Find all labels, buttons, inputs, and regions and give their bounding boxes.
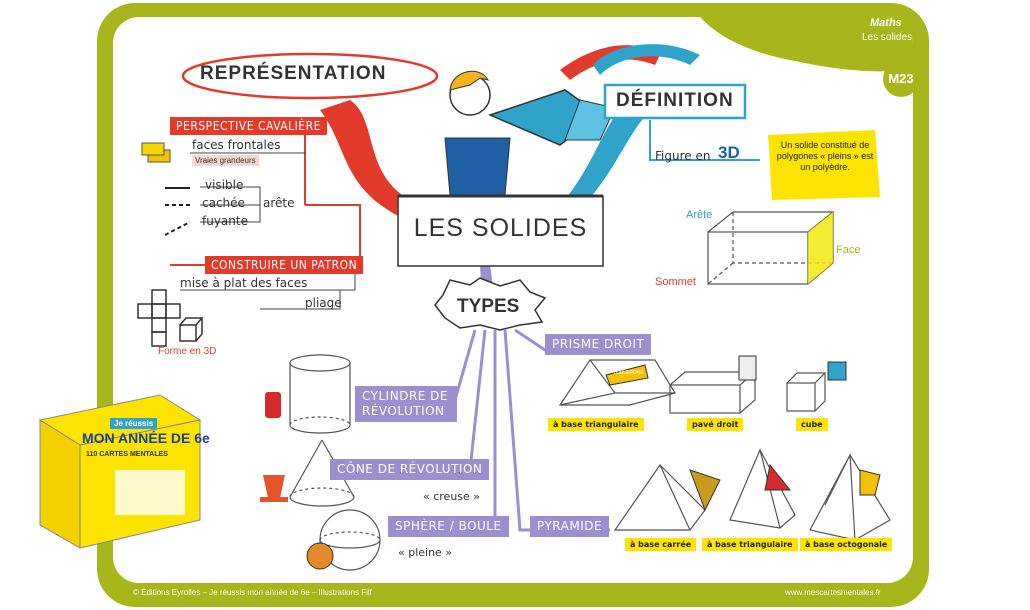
base-carree-label: à base carrée <box>625 538 697 551</box>
pave-droit-label: pavé droit <box>687 418 744 431</box>
sphere-tag: SPHÈRE / BOULE <box>388 516 509 537</box>
fuyante-text: fuyante <box>202 214 248 228</box>
pliage-text: pliage <box>305 296 342 310</box>
mise-a-plat-text: mise à plat des faces <box>180 276 308 290</box>
map-code-badge: M23 <box>888 71 914 86</box>
book-badge: Je réussis <box>110 418 158 429</box>
definition-note: Un solide constitué de polygones « plein… <box>776 140 874 172</box>
definition-heading: DÉFINITION <box>616 90 734 111</box>
base-triangulaire-label: à base triangulaire <box>548 418 644 431</box>
cachee-text: cachée <box>202 196 245 210</box>
pyramide-tag: PYRAMIDE <box>530 516 610 537</box>
pleine-text: « pleine » <box>398 546 453 559</box>
figure-3d-text: 3D <box>718 143 740 162</box>
topic-label: Les solides <box>862 32 913 43</box>
base-triangulaire-pyramide-label: à base triangulaire <box>702 538 798 551</box>
faces-frontales-text: faces frontales <box>192 138 281 152</box>
forme-3d-text: Forme en 3D <box>158 346 217 357</box>
footer-copyright: © Éditions Eyrolles – Je réussis mon ann… <box>133 588 372 597</box>
patron-tag: CONSTRUIRE UN PATRON <box>205 256 364 274</box>
base-octogonale-label: à base octogonale <box>800 538 893 551</box>
arete-label: Arête <box>686 209 713 221</box>
subject-label: Maths <box>870 17 902 29</box>
center-title: LES SOLIDES <box>413 214 588 242</box>
representation-heading: REPRÉSENTATION <box>200 63 387 84</box>
book-title: MON ANNÉE DE 6e <box>82 430 210 446</box>
cube-label: cube <box>796 418 828 431</box>
book-subtitle: 110 CARTES MENTALES <box>86 451 168 458</box>
figure-text: Figure en <box>655 149 711 163</box>
cylindre-tag: CYLINDRE DE RÉVOLUTION <box>355 386 457 422</box>
toblerone-tag: TOBLERONE <box>613 370 644 376</box>
sommet-label: Sommet <box>655 276 696 288</box>
types-heading: TYPES <box>457 296 520 317</box>
perspective-tag: PERSPECTIVE CAVALIÈRE <box>170 117 327 135</box>
visible-text: visible <box>205 178 244 192</box>
prisme-tag: PRISME DROIT <box>545 334 652 355</box>
arete-text: arête <box>263 196 295 210</box>
face-label: Face <box>836 244 861 256</box>
creuse-text: « creuse » <box>423 490 481 503</box>
footer-website[interactable]: www.mescartesmentales.fr <box>785 588 881 597</box>
vraies-grandeurs-text: Vraies grandeurs <box>192 155 259 166</box>
cone-tag: CÔNE DE RÉVOLUTION <box>330 459 490 480</box>
